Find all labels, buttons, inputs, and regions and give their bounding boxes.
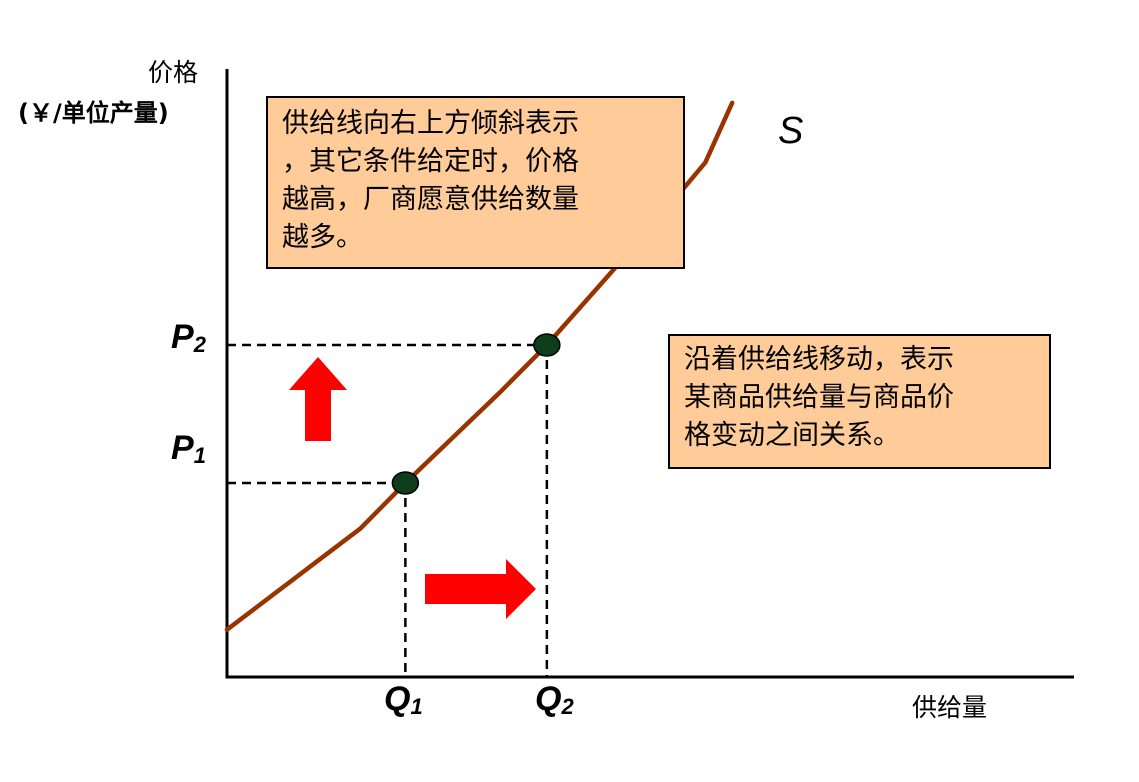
arrows-layer: [289, 357, 536, 619]
annotation-line: ，其它条件给定时，价格: [282, 146, 579, 177]
annotation-line: 沿着供给线移动，表示: [684, 344, 954, 375]
data-point-2: [533, 333, 561, 357]
annotation-line: 某商品供给量与商品价: [684, 382, 954, 413]
y-axis-label-line1: 价格: [148, 58, 199, 87]
points-layer: [391, 333, 561, 495]
tick-label-q1: Q1: [384, 680, 423, 719]
series-line-s: [224, 100, 735, 632]
x-axis-label: 供给量: [912, 693, 988, 722]
data-point-1: [391, 471, 420, 495]
tick-label-p1: P1: [171, 429, 206, 468]
series-label-s: S: [778, 110, 804, 152]
annotation-line: 越多。: [282, 222, 363, 253]
right-arrow-icon: [425, 559, 536, 619]
tick-label-p2: P2: [171, 318, 206, 357]
annotation-box-movement: 沿着供给线移动，表示 某商品供给量与商品价 格变动之间关系。: [668, 334, 1051, 469]
guide-lines: [227, 343, 549, 677]
tick-label-q2: Q2: [535, 680, 574, 719]
series-layer: [224, 100, 735, 632]
y-axis-label-line2: (￥/单位产量): [18, 99, 169, 127]
axes: [225, 69, 1074, 679]
up-arrow-icon: [289, 357, 347, 441]
annotation-box-slope: 供给线向右上方倾斜表示 ，其它条件给定时，价格 越高，厂商愿意供给数量 越多。: [266, 96, 685, 269]
annotation-line: 供给线向右上方倾斜表示: [282, 108, 579, 139]
annotation-line: 格变动之间关系。: [684, 420, 900, 451]
annotation-line: 越高，厂商愿意供给数量: [282, 184, 579, 215]
